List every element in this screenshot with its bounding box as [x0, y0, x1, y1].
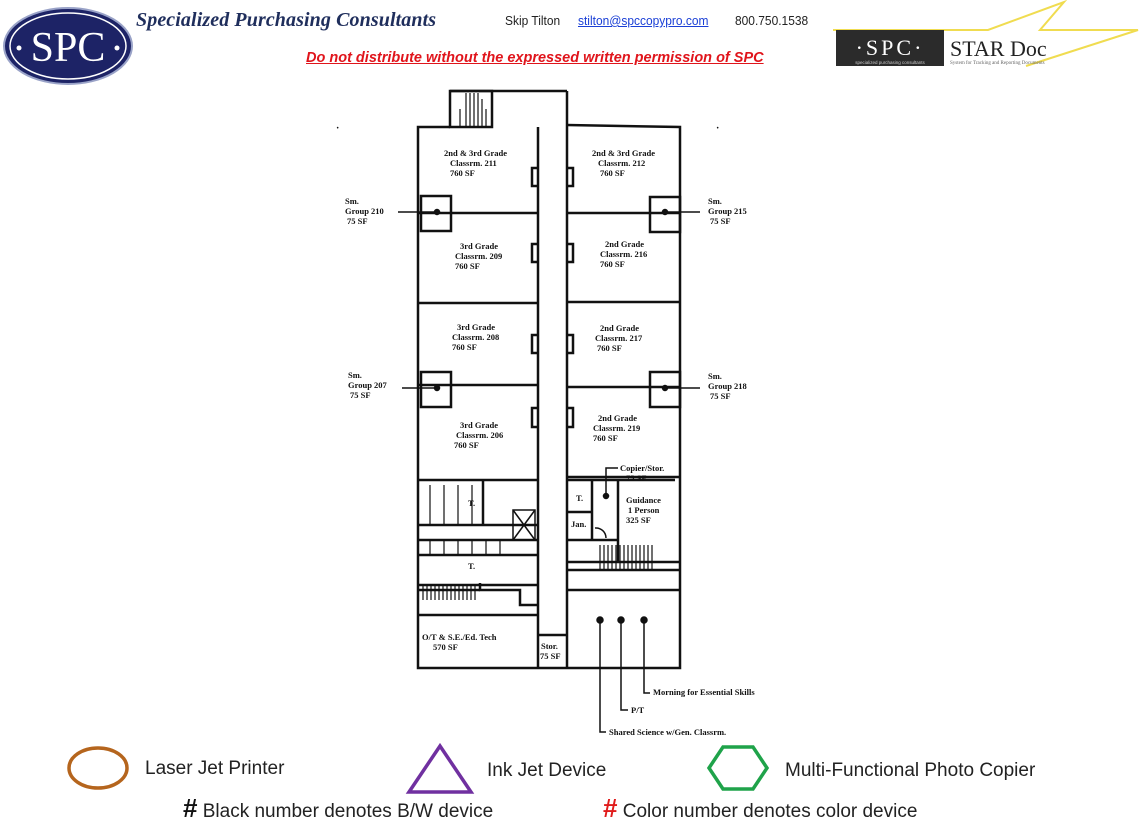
legend-laser-jet-label: Laser Jet Printer — [145, 758, 285, 779]
device-dot — [640, 616, 648, 624]
legend-note-color: # Color number denotes color device — [603, 793, 917, 824]
ink-jet-device-triangle-icon — [405, 742, 475, 795]
device-dot — [602, 492, 610, 500]
contact-email-link[interactable]: stilton@spccopypro.com — [578, 13, 709, 28]
device-dot — [661, 384, 669, 392]
legend-note-bw-text: Black number denotes B/W device — [202, 801, 494, 822]
multi-functional-copier-hexagon-icon — [705, 744, 771, 792]
black-hash-icon: # — [183, 793, 198, 823]
device-dot — [433, 208, 441, 216]
device-dot — [617, 616, 625, 624]
laser-jet-printer-circle-icon — [66, 744, 130, 792]
contact-phone: 800.750.1538 — [735, 13, 809, 28]
stardoc-spc-subtext: specialized purchasing consultants — [855, 60, 925, 65]
stardoc-tagline: System for Tracking and Reporting Docume… — [950, 61, 1045, 66]
distribution-warning: Do not distribute without the expressed … — [306, 50, 764, 66]
room-stor-label: Stor.75 SF — [540, 641, 561, 661]
device-dot — [661, 208, 669, 216]
legend-note-color-text: Color number denotes color device — [622, 801, 918, 822]
device-dot — [596, 616, 604, 624]
contact-name: Skip Tilton — [505, 13, 561, 28]
device-dot — [433, 384, 441, 392]
spc-logo: SPC — [2, 6, 134, 86]
stardoc-title: STAR Doc — [950, 36, 1047, 61]
legend-ink-jet-label: Ink Jet Device — [487, 760, 607, 781]
spc-block — [836, 30, 944, 66]
legend-mfp-label: Multi-Functional Photo Copier — [785, 760, 1036, 781]
callout-shared-science: Shared Science w/Gen. Classrm. — [609, 727, 726, 737]
stardoc-logo: ·SPC· specialized purchasing consultants… — [828, 0, 1140, 72]
toilet-label: T. — [576, 493, 583, 503]
janitor-label: Jan. — [571, 519, 586, 529]
toilet-label: T. — [468, 498, 475, 508]
stardoc-spc-text: ·SPC· — [856, 35, 925, 60]
callout-pt: P/T — [631, 705, 645, 715]
room-copier-label: Copier/Stor.75 SF — [620, 463, 664, 483]
logo-text: SPC — [31, 25, 106, 71]
callout-essential-skills: Morning for Essential Skills — [653, 687, 755, 697]
toilet-label: T. — [468, 561, 475, 571]
company-name: Specialized Purchasing Consultants — [136, 9, 437, 31]
svg-text:·: · — [336, 123, 339, 134]
svg-text:·: · — [716, 123, 719, 134]
red-hash-icon: # — [603, 793, 618, 823]
floor-plan-walls — [416, 89, 682, 670]
legend-note-bw: # Black number denotes B/W device — [183, 793, 493, 824]
star-outline — [833, 0, 1139, 67]
stair-hatching — [422, 93, 653, 600]
leader-lines — [398, 208, 700, 733]
